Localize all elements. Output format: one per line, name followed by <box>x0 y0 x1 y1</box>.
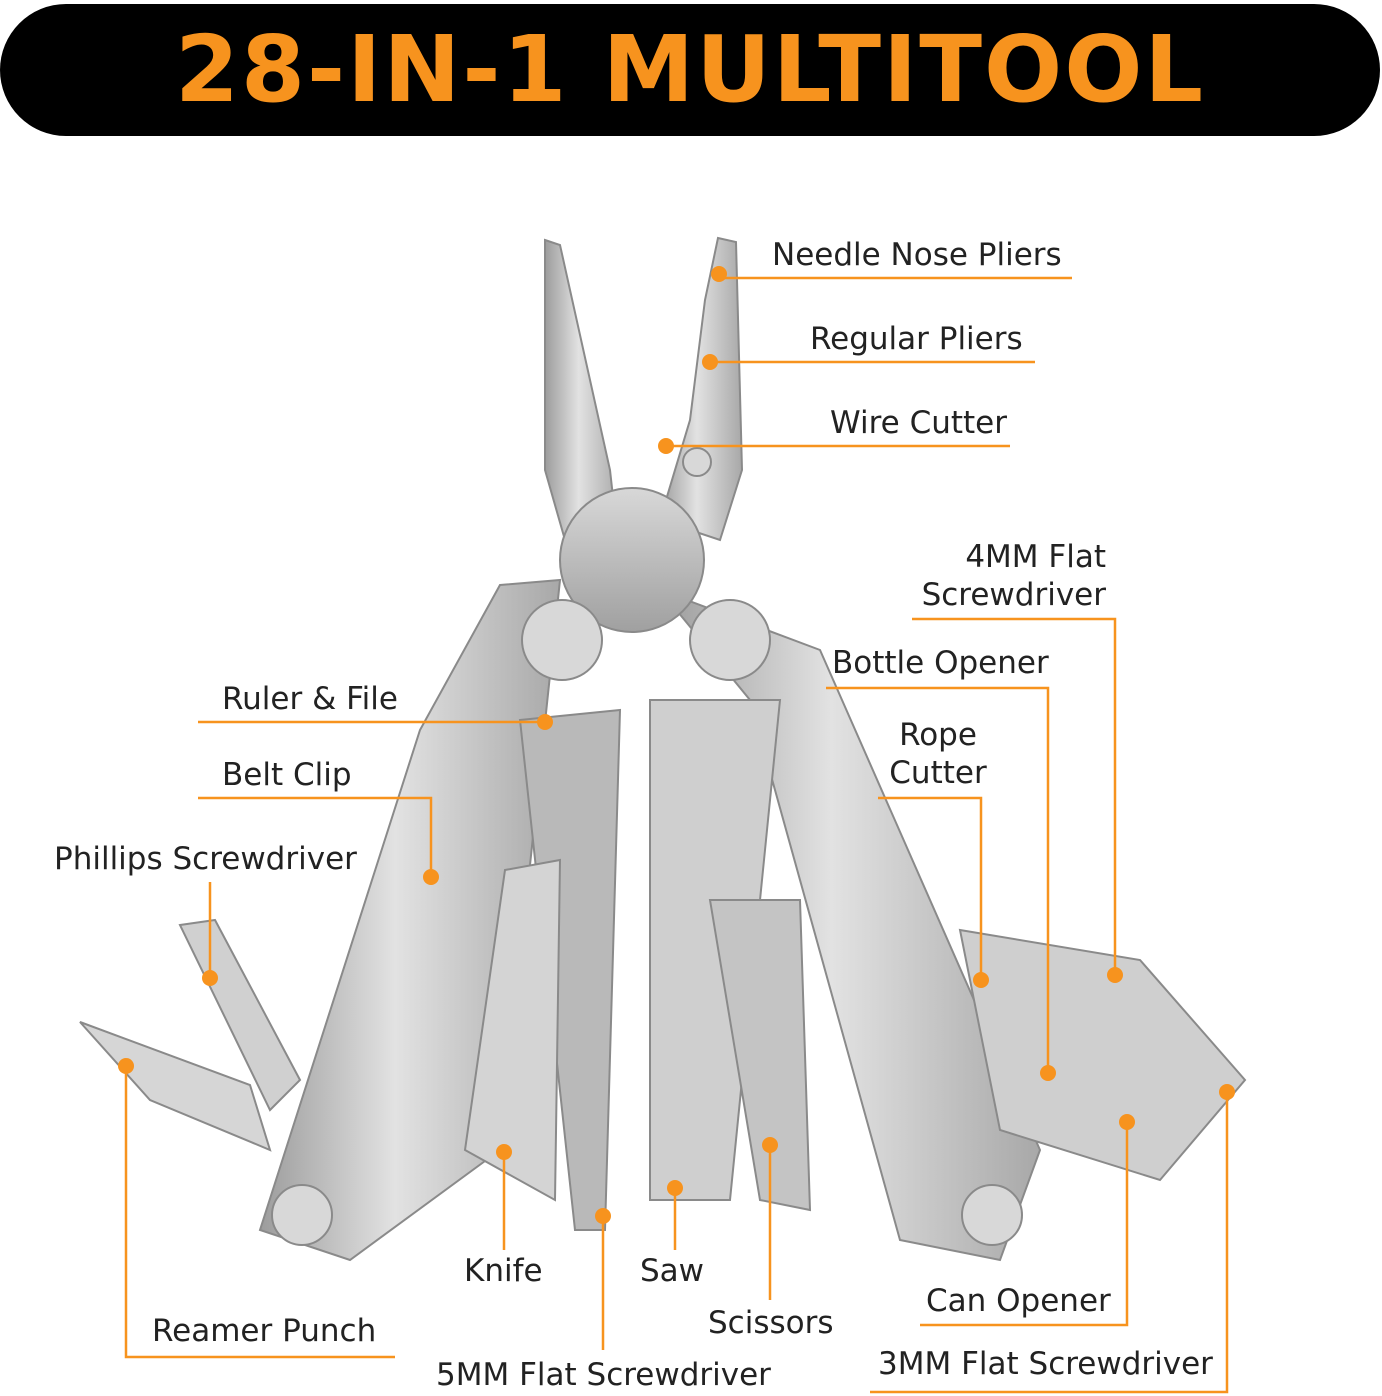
label-4mm-flat-screwdriver: 4MM Flat Screwdriver <box>900 538 1106 614</box>
plier-jaw-right <box>658 236 744 542</box>
callout-3mm-flat <box>870 1092 1229 1394</box>
callout-4mm-flat <box>912 617 1117 975</box>
dot-saw <box>667 1180 683 1196</box>
dot-ruler-file <box>537 714 553 730</box>
dot-5mm-flat <box>595 1208 611 1224</box>
label-belt-clip: Belt Clip <box>222 757 352 793</box>
right-tools <box>958 928 1247 1182</box>
label-4mm-flat-line2: Screwdriver <box>921 577 1106 613</box>
dot-3mm-flat <box>1219 1084 1235 1100</box>
label-regular-pliers: Regular Pliers <box>810 321 1023 357</box>
title-banner: 28-IN-1 MULTITOOL <box>0 4 1380 136</box>
callout-dots <box>118 266 1235 1224</box>
dot-knife <box>496 1144 512 1160</box>
label-3mm-flat-screwdriver: 3MM Flat Screwdriver <box>878 1346 1213 1382</box>
bottom-left-screw <box>271 1184 333 1246</box>
label-needle-nose-pliers: Needle Nose Pliers <box>772 237 1062 273</box>
callout-reamer-punch <box>124 1066 395 1359</box>
dot-rope-cutter <box>973 972 989 988</box>
dot-belt-clip <box>423 869 439 885</box>
dot-regular-pliers <box>702 354 718 370</box>
callout-belt-clip <box>198 796 433 877</box>
scissors-blade <box>708 899 812 1212</box>
dot-phillips <box>202 970 218 986</box>
label-5mm-flat-screwdriver: 5MM Flat Screwdriver <box>436 1357 771 1393</box>
dot-4mm-flat <box>1107 967 1123 983</box>
callout-needle-nose <box>717 274 1072 280</box>
plier-screw <box>682 447 712 477</box>
right-screw <box>689 599 771 681</box>
left-screw <box>521 599 603 681</box>
plier-pivot <box>559 487 705 633</box>
label-bottle-opener: Bottle Opener <box>832 645 1049 681</box>
dot-reamer-punch <box>118 1058 134 1074</box>
multitool-body <box>79 236 1247 1262</box>
dot-scissors <box>762 1137 778 1153</box>
label-can-opener: Can Opener <box>926 1283 1111 1319</box>
dot-needle-nose <box>711 266 727 282</box>
label-ruler-file: Ruler & File <box>222 681 398 717</box>
dot-can-opener <box>1119 1114 1135 1130</box>
label-reamer-punch: Reamer Punch <box>152 1313 377 1349</box>
dot-wire-cutter <box>658 438 674 454</box>
label-rope-cutter: Rope Cutter <box>878 716 998 792</box>
label-rope-cutter-line1: Rope <box>899 717 977 753</box>
label-saw: Saw <box>640 1253 705 1289</box>
label-scissors: Scissors <box>708 1305 834 1341</box>
callout-bottle-opener <box>826 686 1050 1073</box>
callout-rope-cutter <box>878 796 983 980</box>
callout-lines <box>124 274 1229 1394</box>
label-rope-cutter-line2: Cutter <box>889 755 987 791</box>
label-phillips-screwdriver: Phillips Screwdriver <box>54 841 357 877</box>
label-wire-cutter: Wire Cutter <box>830 405 1007 441</box>
label-knife: Knife <box>464 1253 543 1289</box>
label-4mm-flat-line1: 4MM Flat <box>965 539 1106 575</box>
saw-blade <box>649 699 782 1201</box>
callout-can-opener <box>920 1122 1129 1327</box>
bottom-right-screw <box>961 1184 1023 1246</box>
knife-blade <box>463 858 562 1202</box>
dot-bottle-opener <box>1040 1065 1056 1081</box>
banner-title: 28-IN-1 MULTITOOL <box>174 16 1206 123</box>
